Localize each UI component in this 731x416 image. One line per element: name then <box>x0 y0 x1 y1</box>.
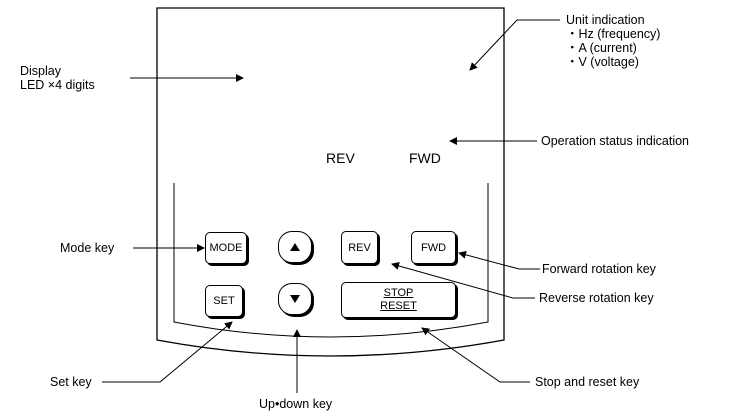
unit-item-a: ・A (current) <box>566 41 637 55</box>
up-arrow-icon <box>290 243 300 251</box>
status-fwd-indicator: FWD <box>409 150 441 166</box>
stop-reset-key-label: Stop and reset key <box>535 375 640 389</box>
display-label: Display LED ×4 digits <box>20 64 95 92</box>
unit-arrow <box>469 19 560 71</box>
set-key-label: Set key <box>50 375 92 389</box>
forward-rotation-key-label: Forward rotation key <box>542 262 656 276</box>
set-button[interactable]: SET <box>205 285 243 317</box>
stop-label: STOP <box>383 287 414 299</box>
reset-label: RESET <box>380 300 417 312</box>
down-button[interactable] <box>278 283 312 315</box>
unit-indication-label: Unit indication ・Hz (frequency) ・A (curr… <box>566 13 660 69</box>
mode-button-label: MODE <box>209 242 243 254</box>
stop-arrow <box>421 327 530 383</box>
up-down-key-label: Up•down key <box>259 397 333 411</box>
set-arrow <box>102 321 233 383</box>
operation-status-label: Operation status indication <box>541 134 690 148</box>
unit-item-v: ・V (voltage) <box>566 55 639 69</box>
rev-arrow <box>391 262 535 299</box>
set-button-label: SET <box>213 295 235 307</box>
up-button[interactable] <box>278 231 312 263</box>
rev-button-label: REV <box>348 241 371 254</box>
fwd-arrow <box>458 250 540 270</box>
status-rev-indicator: REV <box>326 150 355 166</box>
display-label-line2: LED ×4 digits <box>20 78 95 92</box>
unit-item-hz: ・Hz (frequency) <box>566 27 661 41</box>
panel-outline <box>156 7 505 357</box>
reverse-rotation-key-label: Reverse rotation key <box>539 291 654 305</box>
panel-inner-bottom <box>173 183 489 338</box>
unit-indication-title: Unit indication <box>566 13 645 27</box>
fwd-button-label: FWD <box>420 241 447 254</box>
down-arrow-icon <box>290 295 300 303</box>
stop-reset-button[interactable]: STOP RESET <box>341 282 456 318</box>
rev-button[interactable]: REV <box>341 231 378 264</box>
mode-key-label: Mode key <box>60 241 115 255</box>
mode-button[interactable]: MODE <box>205 232 247 264</box>
display-label-line1: Display <box>20 64 61 78</box>
fwd-button[interactable]: FWD <box>411 231 456 264</box>
